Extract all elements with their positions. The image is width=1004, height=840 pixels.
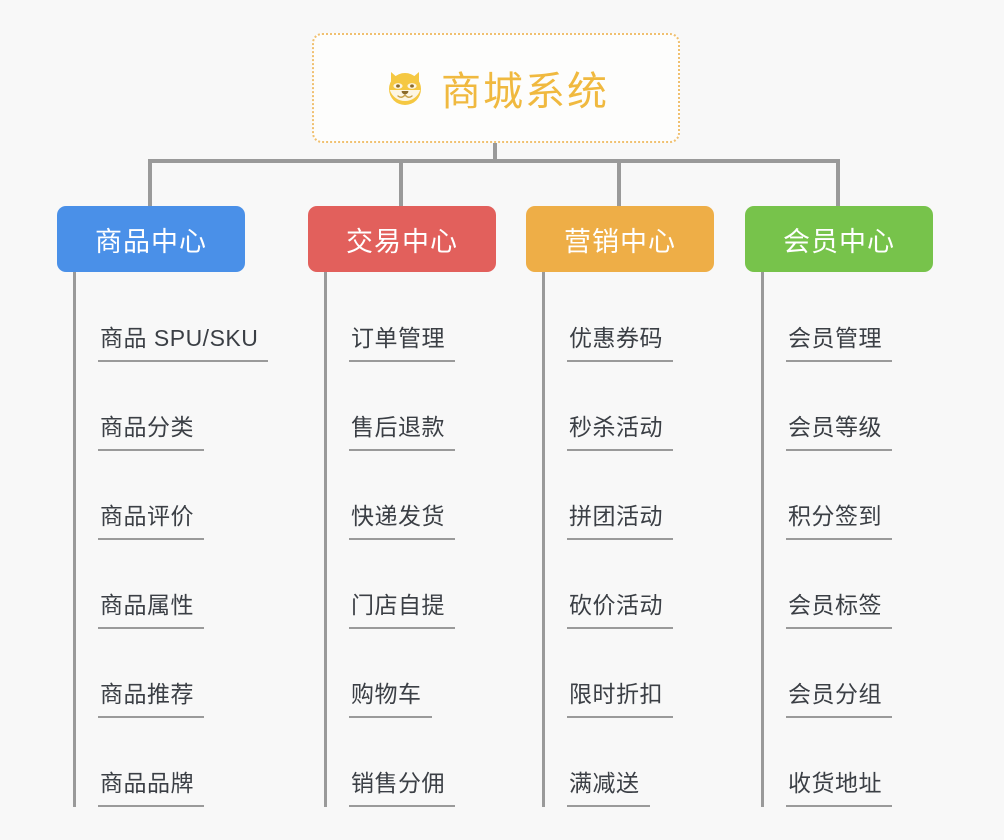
branch-trade-center: 交易中心 订单管理 售后退款 快递发货 门店自提 购物车 销售分佣 [308, 206, 508, 807]
list-item[interactable]: 会员管理 [764, 273, 945, 362]
list-item[interactable]: 商品属性 [76, 540, 257, 629]
list-item-label: 商品推荐 [98, 675, 204, 718]
list-item[interactable]: 商品分类 [76, 362, 257, 451]
list-item[interactable]: 快递发货 [327, 451, 508, 540]
branch-header-marketing-center[interactable]: 营销中心 [526, 206, 714, 272]
list-item[interactable]: 会员分组 [764, 629, 945, 718]
branch-header-trade-center[interactable]: 交易中心 [308, 206, 496, 272]
list-item[interactable]: 优惠券码 [545, 273, 726, 362]
list-item[interactable]: 售后退款 [327, 362, 508, 451]
list-item[interactable]: 秒杀活动 [545, 362, 726, 451]
list-item[interactable]: 商品评价 [76, 451, 257, 540]
list-item-label: 收货地址 [786, 764, 892, 807]
leaf-rail-trade-center: 订单管理 售后退款 快递发货 门店自提 购物车 销售分佣 [324, 272, 508, 807]
list-item[interactable]: 商品推荐 [76, 629, 257, 718]
list-item[interactable]: 积分签到 [764, 451, 945, 540]
list-item-label: 商品 SPU/SKU [98, 319, 269, 362]
branch-product-center: 商品中心 商品 SPU/SKU 商品分类 商品评价 商品属性 商品推荐 商品品牌 [57, 206, 269, 807]
list-item-label: 快递发货 [349, 497, 455, 540]
list-item-label: 商品品牌 [98, 764, 204, 807]
list-item[interactable]: 会员标签 [764, 540, 945, 629]
list-item-label: 商品评价 [98, 497, 204, 540]
root-node[interactable]: 商城系统 [312, 33, 680, 143]
connector-drop-product-center [148, 159, 152, 206]
list-item[interactable]: 拼团活动 [545, 451, 726, 540]
list-item[interactable]: 销售分佣 [327, 718, 508, 807]
list-item-label: 商品属性 [98, 586, 204, 629]
list-item-label: 砍价活动 [567, 586, 673, 629]
leaf-rail-marketing-center: 优惠券码 秒杀活动 拼团活动 砍价活动 限时折扣 满减送 [542, 272, 726, 807]
connector-drop-marketing-center [617, 159, 621, 206]
list-item-label: 销售分佣 [349, 764, 455, 807]
list-item-label: 商品分类 [98, 408, 204, 451]
list-item[interactable]: 商品 SPU/SKU [76, 273, 269, 362]
list-item-label: 会员标签 [786, 586, 892, 629]
branch-member-center: 会员中心 会员管理 会员等级 积分签到 会员标签 会员分组 收货地址 [745, 206, 945, 807]
branch-header-member-center[interactable]: 会员中心 [745, 206, 933, 272]
list-item-label: 会员等级 [786, 408, 892, 451]
connector-drop-trade-center [399, 159, 403, 206]
leaf-rail-member-center: 会员管理 会员等级 积分签到 会员标签 会员分组 收货地址 [761, 272, 945, 807]
list-item[interactable]: 门店自提 [327, 540, 508, 629]
list-item[interactable]: 砍价活动 [545, 540, 726, 629]
shiba-dog-face-icon [383, 66, 427, 110]
list-item-label: 售后退款 [349, 408, 455, 451]
list-item-label: 优惠券码 [567, 319, 673, 362]
leaf-rail-product-center: 商品 SPU/SKU 商品分类 商品评价 商品属性 商品推荐 商品品牌 [73, 272, 269, 807]
list-item-label: 秒杀活动 [567, 408, 673, 451]
branch-header-product-center[interactable]: 商品中心 [57, 206, 245, 272]
branch-marketing-center: 营销中心 优惠券码 秒杀活动 拼团活动 砍价活动 限时折扣 满减送 [526, 206, 726, 807]
list-item-label: 购物车 [349, 675, 432, 718]
list-item-label: 会员分组 [786, 675, 892, 718]
list-item[interactable]: 限时折扣 [545, 629, 726, 718]
list-item[interactable]: 商品品牌 [76, 718, 257, 807]
list-item-label: 订单管理 [349, 319, 455, 362]
list-item-label: 拼团活动 [567, 497, 673, 540]
list-item-label: 满减送 [567, 764, 650, 807]
list-item-label: 限时折扣 [567, 675, 673, 718]
list-item[interactable]: 收货地址 [764, 718, 945, 807]
connector-bus [148, 159, 840, 163]
connector-stem [493, 143, 497, 162]
list-item-label: 会员管理 [786, 319, 892, 362]
list-item[interactable]: 购物车 [327, 629, 508, 718]
connector-drop-member-center [836, 159, 840, 206]
list-item-label: 积分签到 [786, 497, 892, 540]
root-title: 商城系统 [441, 70, 609, 114]
list-item[interactable]: 订单管理 [327, 273, 508, 362]
list-item[interactable]: 会员等级 [764, 362, 945, 451]
list-item[interactable]: 满减送 [545, 718, 726, 807]
list-item-label: 门店自提 [349, 586, 455, 629]
